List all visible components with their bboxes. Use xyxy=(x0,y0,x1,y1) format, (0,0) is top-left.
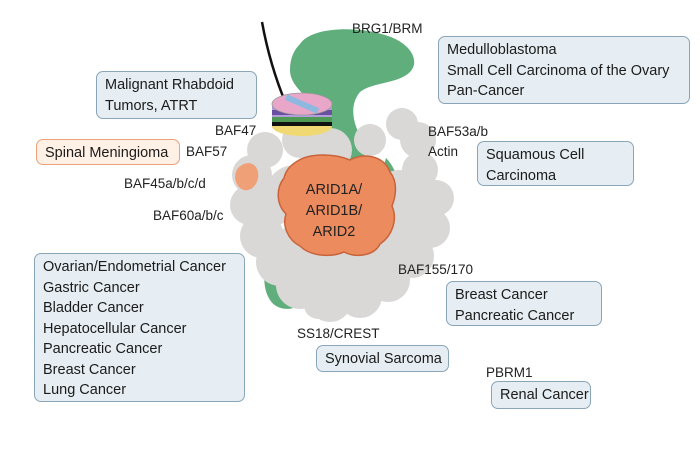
cancer-item: Pan-Cancer xyxy=(447,83,525,99)
cancer-item: Spinal Meningioma xyxy=(45,145,169,161)
cancer-item: Lung Cancer xyxy=(43,382,127,398)
cancer-item: Pancreatic Cancer xyxy=(455,307,575,324)
label-arid-line: ARID1B/ xyxy=(305,203,363,219)
cancer-box-pbrm1: Renal Cancer xyxy=(491,381,591,409)
cancer-item: Ovarian/Endometrial Cancer xyxy=(43,259,226,275)
cancer-item: Bladder Cancer xyxy=(43,300,144,316)
cancer-item: Renal Cancer xyxy=(500,387,589,403)
label-baf60: BAF60a/b/c xyxy=(153,208,224,223)
label-ss18: SS18/CREST xyxy=(297,326,380,341)
cancer-item: Pancreatic Cancer xyxy=(43,341,163,357)
label-arid-line: ARID1A/ xyxy=(305,182,363,198)
label-actin: Actin xyxy=(428,144,459,159)
dna-strand xyxy=(260,21,288,105)
label-baf53: BAF53a/b xyxy=(428,124,489,139)
baf45-blob xyxy=(235,163,259,191)
nucleosome-icon xyxy=(271,92,333,136)
cancer-box-baf47: Malignant Rhabdoid Tumors, ATRT xyxy=(96,71,257,119)
cancer-box-baf155: Breast Cancer Pancreatic Cancer xyxy=(446,281,602,326)
cancer-box-arid: Ovarian/Endometrial Cancer Gastric Cance… xyxy=(34,253,245,402)
cancer-item: Small Cell Carcinoma of the Ovary xyxy=(447,62,670,79)
cancer-item: Breast Cancer xyxy=(43,361,136,378)
cancer-item: Tumors, ATRT xyxy=(105,97,198,114)
label-brg1-brm: BRG1/BRM xyxy=(352,21,423,36)
cancer-item: Synovial Sarcoma xyxy=(325,351,442,367)
label-arid: ARID1A/ ARID1B/ ARID2 xyxy=(274,180,394,243)
cancer-item: Gastric Cancer xyxy=(43,279,140,296)
cancer-item: Squamous Cell xyxy=(486,147,585,163)
cancer-item: Malignant Rhabdoid xyxy=(105,77,234,93)
label-baf155: BAF155/170 xyxy=(398,262,474,277)
label-baf45: BAF45a/b/c/d xyxy=(124,176,206,191)
label-pbrm1: PBRM1 xyxy=(486,365,533,380)
cancer-box-ss18: Synovial Sarcoma xyxy=(316,345,449,372)
cancer-box-baf53: Squamous Cell Carcinoma xyxy=(477,141,634,186)
label-baf57: BAF57 xyxy=(186,144,228,159)
cancer-item: Hepatocellular Cancer xyxy=(43,320,187,337)
label-baf47: BAF47 xyxy=(215,123,257,138)
arid-shape xyxy=(277,154,397,257)
cancer-box-brg1-brm: Medulloblastoma Small Cell Carcinoma of … xyxy=(438,36,690,104)
cancer-item: Carcinoma xyxy=(486,167,557,184)
cancer-box-baf57: Spinal Meningioma xyxy=(36,139,180,165)
label-arid-line: ARID2 xyxy=(312,224,356,240)
cancer-item: Breast Cancer xyxy=(455,287,548,303)
cancer-item: Medulloblastoma xyxy=(447,42,557,58)
